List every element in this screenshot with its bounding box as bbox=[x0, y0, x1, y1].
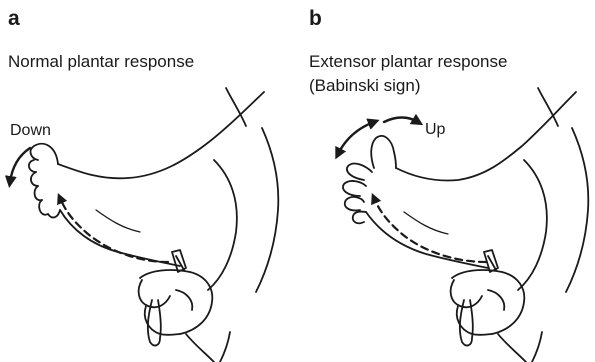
hand-illustration bbox=[451, 270, 542, 362]
toe-extension-arrow bbox=[384, 118, 418, 123]
panel-normal-plantar-response: a Normal plantar response Down bbox=[0, 0, 300, 362]
panel-extensor-plantar-response: b Extensor plantar response (Babinski si… bbox=[300, 0, 595, 362]
stroke-path-arrow bbox=[374, 198, 486, 262]
normal-plantar-illustration bbox=[0, 0, 300, 362]
foot-illustration bbox=[343, 88, 588, 292]
toe-flexion-arrow bbox=[10, 148, 30, 182]
hand-illustration bbox=[139, 270, 230, 362]
toe-fanning-arrow bbox=[338, 122, 374, 154]
extensor-plantar-illustration bbox=[300, 0, 595, 362]
